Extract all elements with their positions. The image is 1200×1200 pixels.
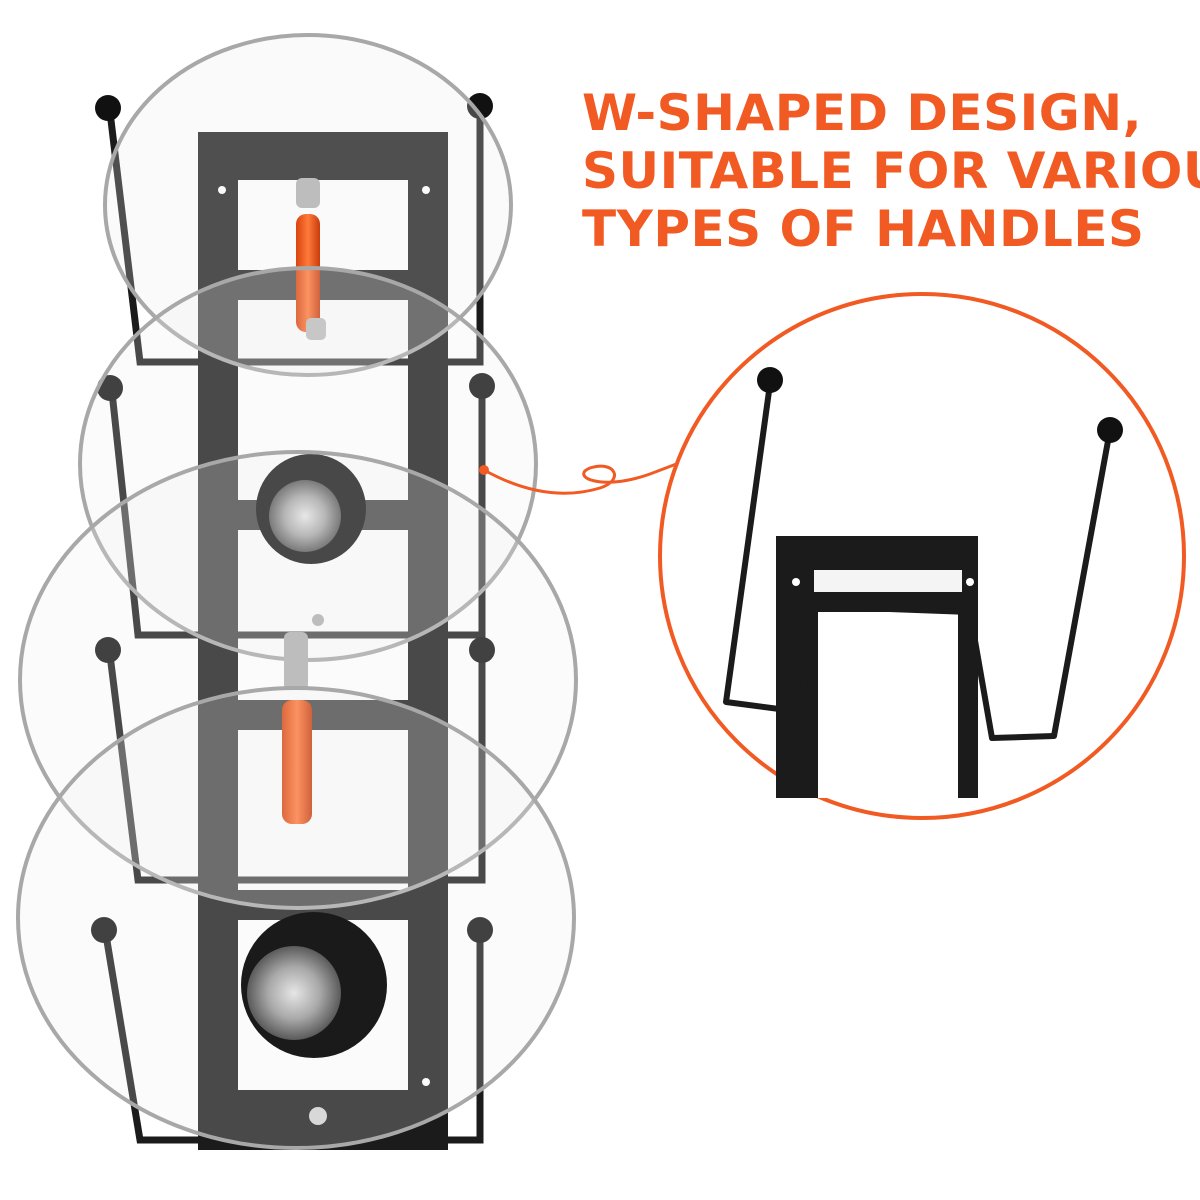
wire-holders: [102, 108, 486, 1144]
glass-lid-4: [16, 686, 576, 1150]
headline: W-SHAPED DESIGN, SUITABLE FOR VARIOUS TY…: [582, 84, 1200, 258]
headline-line-2: SUITABLE FOR VARIOUS: [582, 142, 1200, 200]
detail-zoom-circle: [658, 292, 1186, 820]
glass-lid-3: [18, 450, 578, 910]
headline-line-1: W-SHAPED DESIGN,: [582, 84, 1143, 142]
glass-lid-2: [78, 266, 538, 662]
headline-line-3: TYPES OF HANDLES: [582, 200, 1145, 258]
callout-connector: [479, 453, 701, 495]
wire-ball-tips: [91, 93, 495, 943]
